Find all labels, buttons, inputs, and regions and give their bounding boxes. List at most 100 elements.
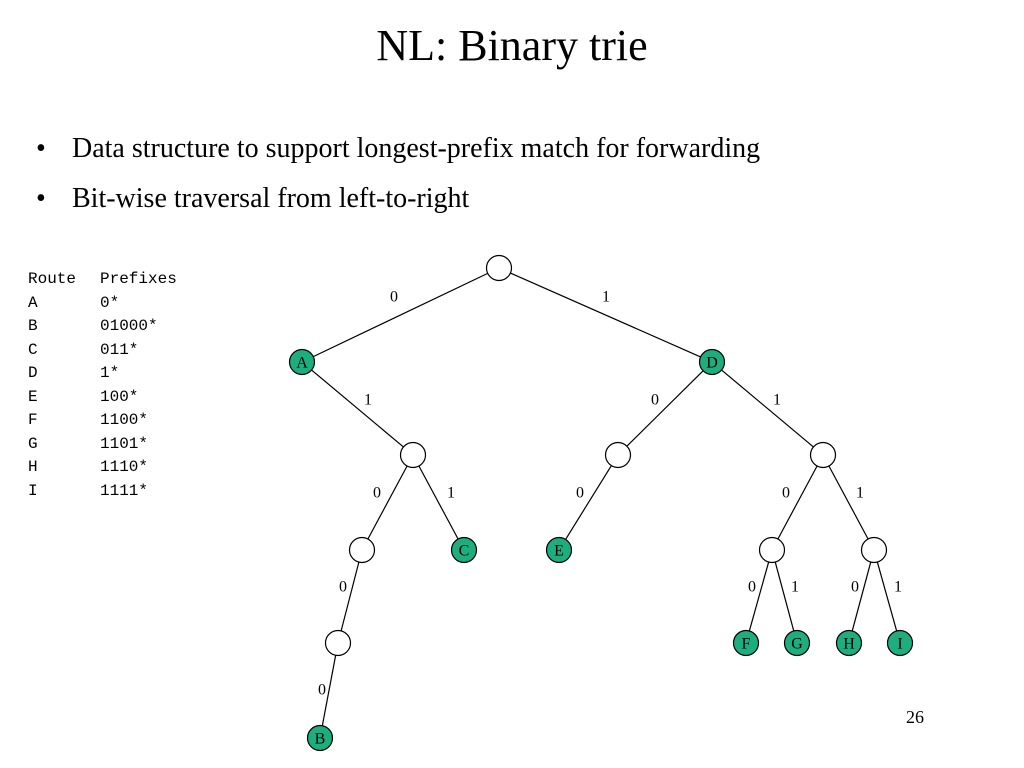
edge-bit-label: 0 xyxy=(318,682,326,699)
route-prefix: 100* xyxy=(100,387,139,406)
trie-internal-node xyxy=(809,441,837,469)
route-prefix: 011* xyxy=(100,340,139,359)
trie-internal-node xyxy=(485,254,513,282)
bullet-list: Data structure to support longest-prefix… xyxy=(36,124,760,224)
bullet-item: Data structure to support longest-prefix… xyxy=(36,124,760,174)
trie-edge xyxy=(321,655,337,726)
route-node-d: D xyxy=(698,348,726,376)
edge-bit-label: 1 xyxy=(856,485,864,502)
route-node-h: H xyxy=(835,629,863,657)
edge-bit-label: 1 xyxy=(602,289,610,306)
route-prefix: 1111* xyxy=(100,481,149,500)
trie-edge xyxy=(367,465,408,540)
node-label: E xyxy=(554,543,564,560)
trie-node-circle xyxy=(698,348,726,376)
node-label: B xyxy=(315,731,326,748)
node-label: F xyxy=(742,636,751,653)
route-name: F xyxy=(28,411,38,429)
route-node-a: A xyxy=(288,348,316,376)
route-row: G 1101* xyxy=(28,433,177,457)
slide-title: NL: Binary trie xyxy=(376,21,648,70)
trie-node-circle xyxy=(485,254,513,282)
edge-bit-label: 0 xyxy=(390,289,398,306)
trie-node-circle xyxy=(886,629,914,657)
trie-node-circle xyxy=(758,536,786,564)
trie-node-circle xyxy=(809,441,837,469)
trie-edge xyxy=(340,561,360,632)
trie-edges xyxy=(311,272,898,726)
route-prefix: 01000* xyxy=(100,317,158,335)
trie-edge xyxy=(311,369,404,448)
route-row: I 1111* xyxy=(28,480,177,504)
route-table-header: Route Prefixes xyxy=(28,268,177,292)
trie-edge xyxy=(851,561,872,632)
trie-node-circle xyxy=(732,629,760,657)
trie-node-circle xyxy=(604,441,632,469)
route-name: B xyxy=(28,317,38,335)
route-row: E 100* xyxy=(28,386,177,410)
route-name: G xyxy=(28,434,38,453)
prefix-header: Prefixes xyxy=(100,270,177,288)
trie-internal-node xyxy=(348,536,376,564)
route-prefix: 1100* xyxy=(100,411,149,429)
edge-bit-label: 0 xyxy=(748,579,756,596)
trie-edge xyxy=(774,561,795,632)
route-row: B 01000* xyxy=(28,315,177,339)
trie-edge xyxy=(510,272,701,358)
trie-node-circle xyxy=(324,629,352,657)
trie-internal-node xyxy=(758,536,786,564)
node-label: A xyxy=(296,355,308,372)
route-node-b: B xyxy=(306,724,334,752)
route-header: Route xyxy=(28,270,77,288)
route-row: H 1110* xyxy=(28,456,177,480)
trie-edge xyxy=(626,370,704,447)
trie-node-circle xyxy=(835,629,863,657)
trie-edge xyxy=(828,465,869,540)
edge-bit-label: 0 xyxy=(851,579,859,596)
route-name: H xyxy=(28,458,38,476)
trie-edge xyxy=(721,369,814,448)
route-row: C 011* xyxy=(28,339,177,363)
trie-node-circle xyxy=(306,724,334,752)
route-node-e: E xyxy=(545,536,573,564)
route-node-f: F xyxy=(732,629,760,657)
route-row: F 1100* xyxy=(28,409,177,433)
route-node-i: I xyxy=(886,629,914,657)
trie-node-circle xyxy=(399,441,427,469)
route-name: I xyxy=(28,481,38,500)
route-prefix: 1110* xyxy=(100,458,149,476)
trie-node-circle xyxy=(783,629,811,657)
edge-bit-label: 0 xyxy=(373,485,381,502)
edge-bit-label: 1 xyxy=(791,579,799,596)
node-label: H xyxy=(843,636,855,653)
route-row: A 0* xyxy=(28,292,177,316)
trie-edge xyxy=(777,465,818,540)
trie-edge xyxy=(876,561,898,632)
route-name: C xyxy=(28,340,38,359)
route-prefix: 1* xyxy=(100,364,120,382)
trie-internal-node xyxy=(324,629,352,657)
trie-node-circle xyxy=(860,536,888,564)
page-number: 26 xyxy=(906,707,924,727)
node-label: D xyxy=(706,355,718,372)
edge-bit-label: 0 xyxy=(651,392,659,409)
route-prefix: 0* xyxy=(100,293,120,312)
edge-bit-label: 1 xyxy=(364,392,372,409)
edge-bit-label: 1 xyxy=(447,485,455,502)
trie-edge xyxy=(313,272,488,358)
trie-edge xyxy=(418,465,459,540)
edge-bit-label: 0 xyxy=(339,579,347,596)
route-name: D xyxy=(28,364,38,382)
route-prefix-table: Route Prefixes A 0* B 01000* C 011* D 1* E 10… xyxy=(28,268,177,503)
trie-node-circle xyxy=(545,536,573,564)
trie-node-circle xyxy=(288,348,316,376)
trie-node-circle xyxy=(450,536,478,564)
node-label: I xyxy=(897,636,902,653)
route-name: A xyxy=(28,293,38,312)
route-node-c: C xyxy=(450,536,478,564)
route-name: E xyxy=(28,387,38,406)
route-prefix: 1101* xyxy=(100,434,149,453)
